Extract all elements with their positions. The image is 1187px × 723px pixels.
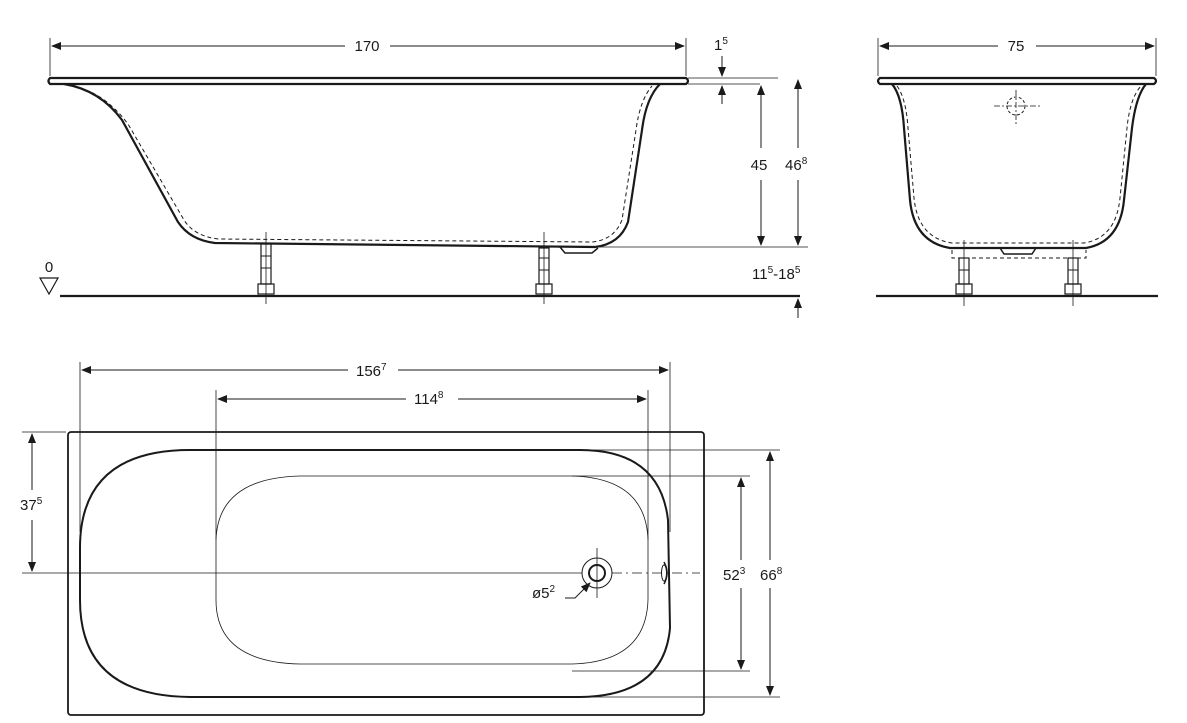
dim-leg-height: 115-185 [752,265,801,283]
end-leg-right [1064,240,1082,306]
dim-rim: 15 [714,36,728,54]
end-tub-body [891,83,1147,250]
dim-depth-45: 45 [751,157,768,174]
side-tub-body [63,82,661,249]
side-leg-right [535,232,553,304]
side-rim [47,76,690,86]
end-view: 75 [876,38,1158,306]
side-view: 0 170 15 45 468 115-185 [38,36,808,318]
end-frame [951,250,1087,259]
dim-outer-width: 668 [760,566,783,584]
side-inner-contour [71,85,653,243]
overflow-symbol [994,90,1040,124]
dim-width-75: 75 [1008,38,1025,55]
plan-drain [581,548,613,598]
dim-bottom-width: 523 [723,566,746,584]
end-rim [876,76,1158,86]
side-leg-left [257,232,275,304]
dim-inner-length: 1567 [356,362,387,380]
end-inner-contour [896,85,1142,244]
plan-basin [79,449,672,698]
plan-outer-rim [67,431,705,716]
dim-length-170: 170 [354,38,379,55]
dim-depth-46-8: 468 [785,156,808,174]
plan-view: ø52 1567 1148 375 523 668 [20,362,783,716]
dim-drain-offset: 375 [20,496,43,514]
floor-level-label: 0 [45,259,53,276]
dim-drain-diameter: ø52 [532,584,556,602]
dim-bottom-length: 1148 [414,390,444,408]
side-drain [559,246,599,254]
floor-level-triangle [38,277,60,296]
plan-bottom [215,475,649,665]
end-drain [999,247,1037,255]
